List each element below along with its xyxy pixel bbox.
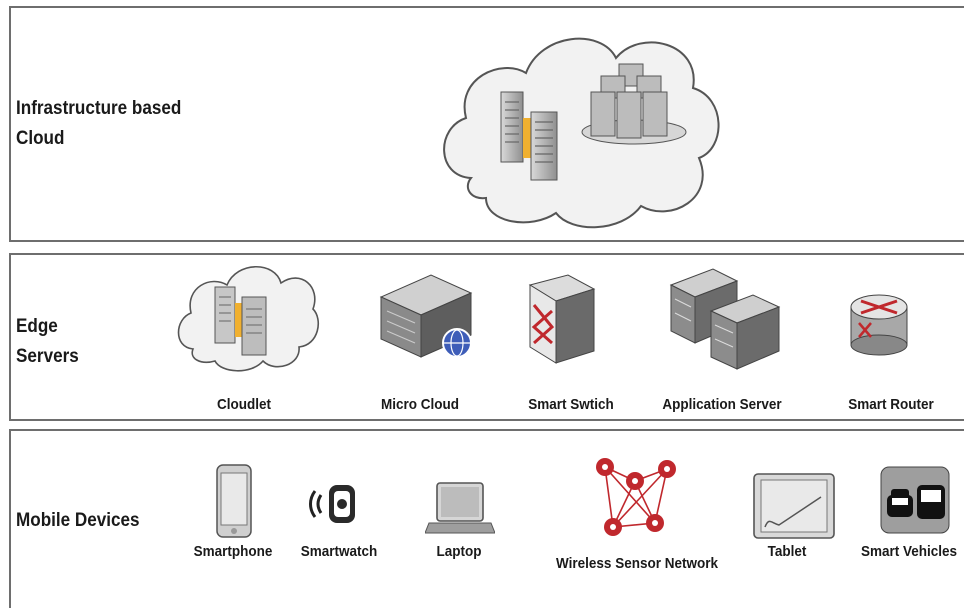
mobile-item-label: Wireless Sensor Network — [556, 555, 718, 572]
smartwatch-icon — [309, 485, 355, 523]
cloud-tier: Infrastructure based Cloud — [9, 6, 964, 242]
mobile-item-label: Tablet — [767, 543, 807, 560]
mobile-item-label: Smart Vehicles — [860, 543, 958, 560]
mobile-tier: Mobile Devices — [9, 429, 964, 608]
laptop-icon — [425, 482, 495, 534]
smartphone-icon — [216, 464, 252, 538]
micro-cloud-server-icon — [379, 274, 473, 358]
mobile-item-label: Smartphone — [193, 543, 273, 560]
edge-item-label: Application Server — [662, 396, 782, 413]
switch-icon — [528, 274, 596, 364]
mobile-item-label: Smartwatch — [300, 543, 378, 560]
edge-item-label: Smart Router — [848, 396, 934, 413]
edge-item-label: Smart Swtich — [528, 396, 614, 413]
vehicles-icon — [880, 466, 950, 534]
server-rack-icon — [500, 91, 558, 181]
sensor-network-icon — [596, 458, 676, 536]
edge-item-label: Cloudlet — [217, 396, 271, 413]
server-cluster-icon — [581, 63, 687, 145]
cloud-tier-label: Infrastructure based Cloud — [16, 98, 182, 149]
edge-tier: Edge Servers — [9, 253, 964, 421]
router-icon — [850, 294, 908, 356]
application-server-icon — [669, 268, 781, 370]
edge-item-label: Micro Cloud — [380, 396, 460, 413]
mobile-tier-label: Mobile Devices — [16, 510, 140, 531]
cloud-server-icon — [177, 265, 320, 372]
edge-tier-label: Edge Servers — [16, 316, 79, 367]
mobile-item-label: Laptop — [436, 543, 482, 560]
tablet-icon — [753, 473, 835, 539]
